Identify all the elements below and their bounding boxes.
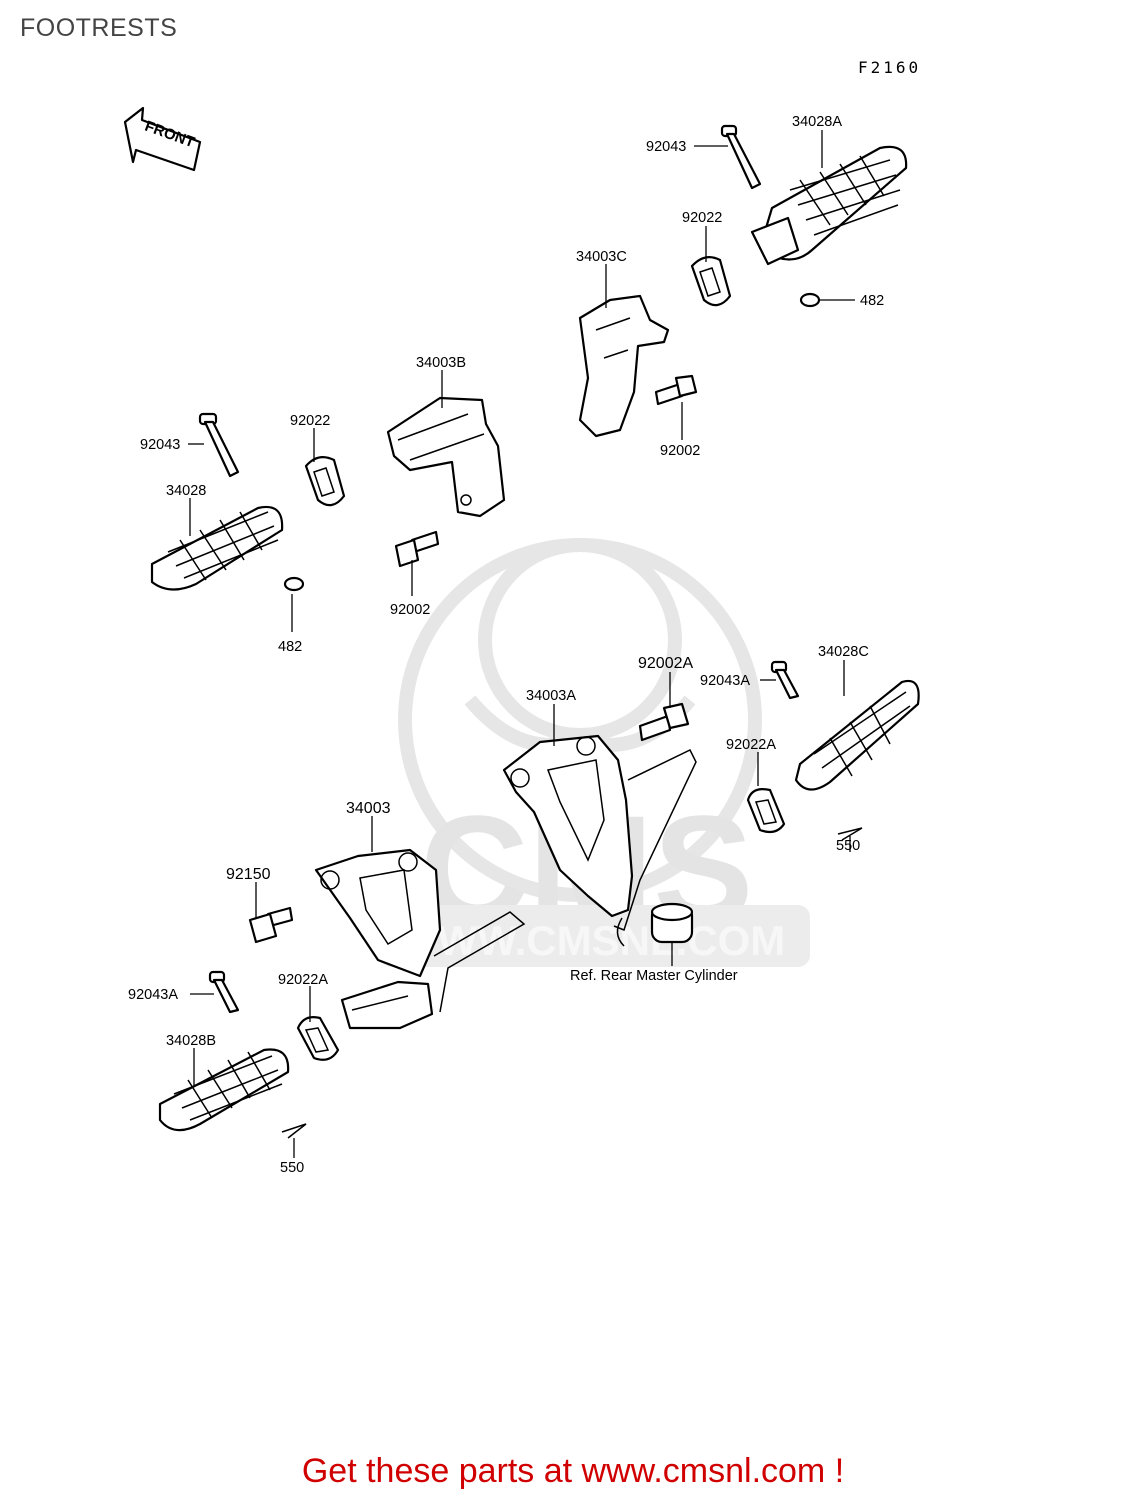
washer-92022-left [304,455,346,507]
bracket-34003C [578,294,670,438]
part-label: 92043 [140,437,180,453]
part-label: 92150 [226,866,271,883]
pin-92043-upper [720,124,762,190]
footrest-34028B [158,1048,290,1132]
part-label: 92022A [726,737,776,753]
part-label: 34003 [346,800,391,817]
part-label: 92043 [646,139,686,155]
pin-92043A-upper [770,660,800,700]
footrest-34028A [750,145,908,266]
nut-482-left [283,576,305,592]
part-label: 92022A [278,972,328,988]
part-label: 550 [280,1160,304,1176]
part-label: 92002 [660,443,700,459]
cotter-550-right [837,827,863,841]
part-label: 92043A [700,673,750,689]
pin-92043A-lower [208,970,240,1014]
part-label: 34028 [166,483,206,499]
part-label: 34028C [818,644,869,660]
figure-code: F2160 [858,58,922,77]
part-label: 92022 [290,413,330,429]
part-label: 482 [860,293,884,309]
bushing-master-cylinder [650,902,694,944]
washer-92022A-left [296,1016,340,1061]
washer-92022A-right [746,788,786,834]
bolt-92002A [638,702,690,742]
part-label: 34003B [416,355,466,371]
part-label: 34028A [792,114,842,130]
part-label: 34028B [166,1033,216,1049]
bolt-92150 [248,906,294,944]
footer-link[interactable]: Get these parts at www.cmsnl.com ! [301,1452,845,1490]
part-label: 550 [836,838,860,854]
reference-note: Ref. Rear Master Cylinder [570,968,738,984]
part-label: 482 [278,639,302,655]
parts-diagram: CMS WWW.CMSNL.COM FRONT [123,106,920,1176]
front-arrow: FRONT [123,106,202,172]
pin-92043-left [198,412,240,478]
footrest-34028 [150,505,284,591]
bolt-92002-left [394,530,440,568]
part-label: 34003C [576,249,627,265]
page-title: FOOTRESTS [20,14,178,42]
washer-92022-upper [690,255,732,307]
footrest-34028C [794,679,920,791]
part-labels: 92043 34028A 92022 34003C 482 34003B 920… [128,114,884,1176]
leader-lines [188,130,855,1158]
nut-482-upper [799,292,821,308]
bracket-34003 [314,848,526,1030]
bracket-34003B [386,396,506,518]
bracket-34003A [502,734,697,947]
part-label: 92043A [128,987,178,1003]
part-label: 34003A [526,688,576,704]
watermark-url: WWW.CMSNL.COM [398,917,785,964]
bolt-92002-upper [654,374,698,406]
part-label: 92002A [638,655,693,672]
cotter-550-left [281,1123,307,1139]
part-label: 92022 [682,210,722,226]
part-label: 92002 [390,602,430,618]
